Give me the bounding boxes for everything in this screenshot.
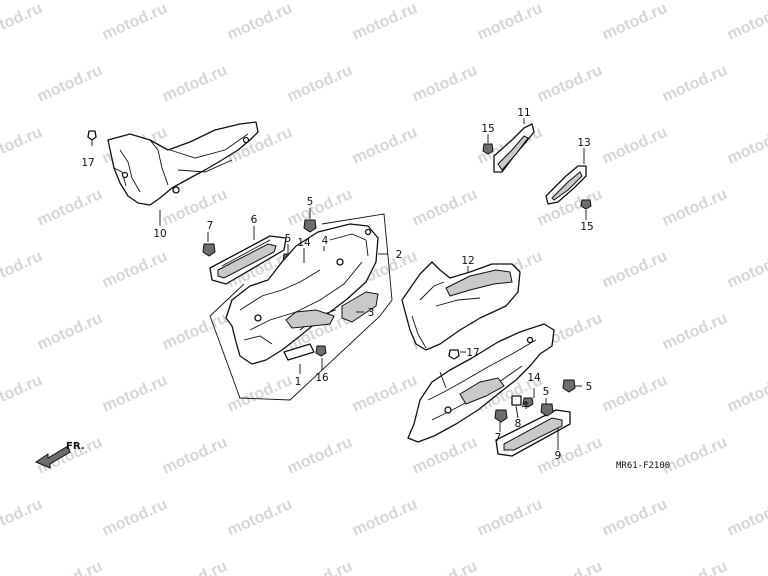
part-11-grab-handle bbox=[482, 123, 535, 173]
callout-4-left: 4 bbox=[322, 235, 329, 247]
callout-15-upper: 15 bbox=[481, 123, 494, 135]
part-2-inner-panel-assembly bbox=[209, 213, 393, 401]
bolt-17-right bbox=[448, 349, 460, 360]
callout-1: 1 bbox=[295, 376, 302, 388]
part-10-side-cover bbox=[107, 121, 259, 206]
callout-11: 11 bbox=[517, 107, 530, 119]
callout-numbers: 17 10 7 6 5 5 14 4 2 3 1 16 12 17 14 5 5… bbox=[81, 107, 593, 462]
callout-14-right: 14 bbox=[527, 372, 541, 384]
bolt-17-left bbox=[87, 130, 97, 146]
part-6-pocket-lid bbox=[209, 235, 287, 285]
part-1-plate bbox=[283, 343, 315, 361]
part-16-clip bbox=[315, 345, 327, 357]
front-direction-arrow bbox=[34, 445, 71, 469]
callout-7-right: 7 bbox=[495, 432, 502, 444]
callout-2: 2 bbox=[396, 249, 403, 261]
callout-12: 12 bbox=[461, 255, 474, 267]
part-9-right-lid bbox=[495, 409, 571, 457]
callout-5-right-a: 5 bbox=[543, 386, 550, 398]
part-3-small-trim bbox=[341, 291, 379, 323]
callout-17-left: 17 bbox=[81, 157, 94, 169]
callout-13: 13 bbox=[577, 137, 590, 149]
diagram-reference-code: MR61-F2100 bbox=[616, 461, 670, 471]
callout-16: 16 bbox=[315, 372, 329, 384]
callout-9: 9 bbox=[555, 450, 562, 462]
clip-7-left bbox=[202, 243, 216, 257]
fasteners-right bbox=[494, 379, 576, 423]
callout-5-upper: 5 bbox=[307, 196, 314, 208]
callout-4-right: 4 bbox=[522, 400, 529, 412]
callout-17-right: 17 bbox=[466, 347, 479, 359]
callout-10: 10 bbox=[153, 228, 166, 240]
callout-7-left: 7 bbox=[207, 220, 214, 232]
callout-15-lower: 15 bbox=[580, 221, 593, 233]
callout-5-right-b: 5 bbox=[586, 381, 593, 393]
front-direction-label: FR. bbox=[66, 441, 85, 452]
callout-14-left: 14 bbox=[297, 237, 311, 249]
part-right-inner-panel bbox=[407, 323, 555, 443]
part-12-right-cover bbox=[401, 261, 521, 351]
part-13-handle-cover bbox=[545, 165, 592, 210]
callout-6: 6 bbox=[251, 214, 258, 226]
callout-8: 8 bbox=[515, 418, 522, 430]
leader-lines bbox=[159, 118, 587, 450]
callout-5-left: 5 bbox=[285, 233, 292, 245]
callout-3: 3 bbox=[368, 307, 375, 319]
